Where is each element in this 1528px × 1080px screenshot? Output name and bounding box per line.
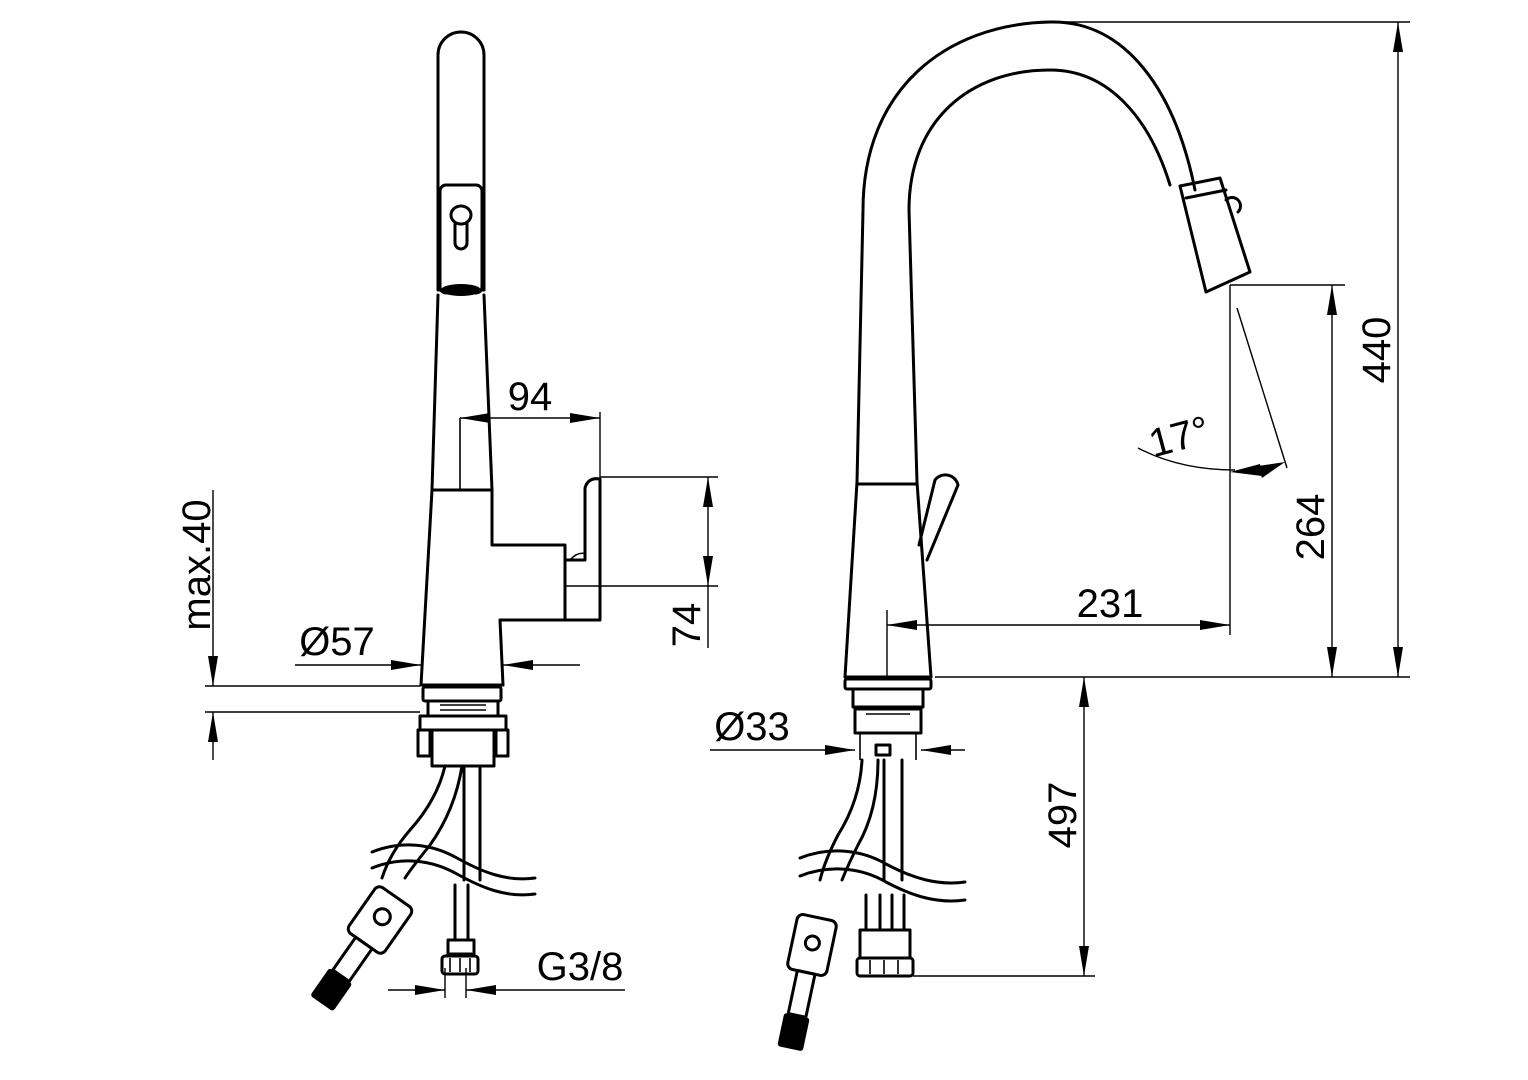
front-view-dimensions: 17° 231 264 440: [710, 21, 1410, 977]
dim-total-height: 440: [1050, 21, 1410, 677]
dim-handle-height: 74: [565, 476, 718, 648]
dim-handle-height-label: 74: [665, 603, 709, 648]
dim-reach-label: 231: [1077, 582, 1144, 626]
dim-connection-thread: G3/8: [388, 945, 625, 998]
front-view-faucet: [777, 20, 1252, 1051]
dim-connection-thread-label: G3/8: [537, 945, 624, 989]
dim-spout-offset-label: 94: [508, 375, 553, 419]
dim-base-diameter-label: Ø57: [299, 620, 375, 664]
dim-mount-thickness: max.40: [175, 490, 420, 760]
dim-mount-thickness-label: max.40: [175, 499, 219, 630]
dim-hose-length: 497: [913, 677, 1095, 977]
dim-spout-offset: 94: [460, 375, 601, 480]
dim-spout-clearance-label: 264: [1289, 494, 1333, 561]
dim-base-diameter: Ø57: [295, 620, 580, 670]
dim-total-height-label: 440: [1355, 317, 1399, 384]
dim-hose-length-label: 497: [1041, 782, 1085, 849]
dim-shank-diameter: Ø33: [710, 705, 965, 755]
dim-spray-angle-label: 17°: [1144, 408, 1214, 466]
dim-shank-diameter-label: Ø33: [714, 705, 790, 749]
dim-spray-angle: 17°: [1137, 307, 1288, 478]
dim-reach: 231: [886, 285, 1231, 677]
dim-spout-clearance: 264: [935, 284, 1410, 678]
side-view-dimensions: 94 74 max.40 Ø57: [175, 375, 718, 998]
side-view-faucet: [311, 30, 602, 1011]
